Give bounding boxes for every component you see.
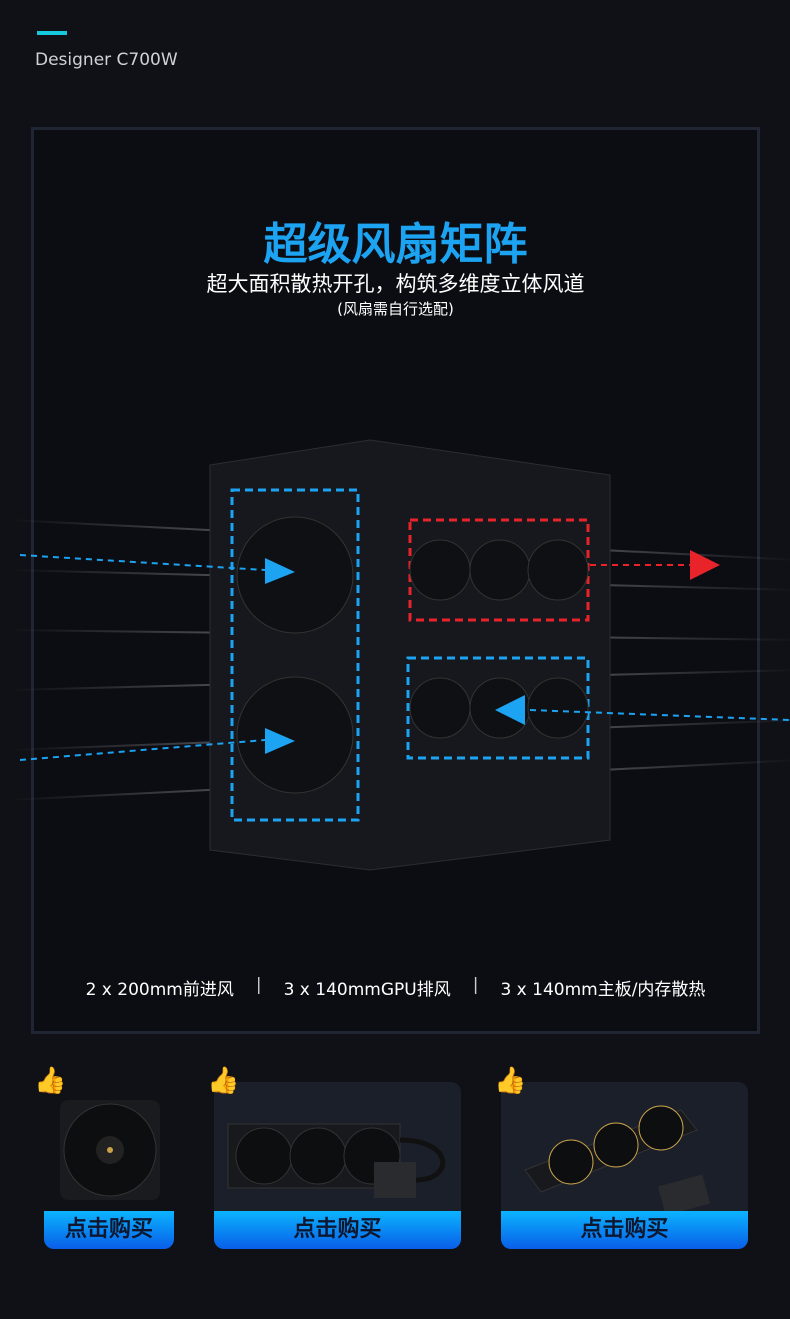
- thumbs-up-icon: 👍: [207, 1066, 240, 1096]
- exhaust-arrow-icon: [690, 550, 720, 580]
- feature-title: 超级风扇矩阵: [263, 219, 528, 270]
- product-card-fan[interactable]: 点击购买: [44, 1082, 174, 1249]
- thumbs-up-icon: 👍: [34, 1066, 67, 1096]
- spec-front-intake: 2 x 200mm前进风: [85, 980, 234, 1000]
- fan-specs: 2 x 200mm前进风 | 3 x 140mmGPU排风 | 3 x 140m…: [34, 975, 757, 1000]
- feature-panel: 超级风扇矩阵 超大面积散热开孔，构筑多维度立体风道 (风扇需自行选配) 2 x …: [10, 127, 790, 1034]
- feature-note: (风扇需自行选配): [337, 300, 454, 318]
- cooling-fan-zone: [406, 656, 590, 760]
- intake-arrow-icon: [265, 728, 295, 754]
- spec-separator: |: [472, 975, 479, 995]
- product-card-aio-cooler-2[interactable]: 点击购买: [501, 1082, 748, 1249]
- feature-subtitle: 超大面积散热开孔，构筑多维度立体风道: [206, 272, 585, 296]
- thumbs-up-icon: 👍: [494, 1066, 527, 1096]
- spec-separator: |: [255, 975, 262, 995]
- product-name: Designer C700W: [35, 50, 178, 70]
- spec-gpu-exhaust: 3 x 140mmGPU排风: [283, 980, 451, 1000]
- buy-button[interactable]: 点击购买: [214, 1211, 461, 1249]
- product-card-aio-cooler[interactable]: 点击购买: [214, 1082, 461, 1249]
- intake-arrow-icon: [265, 558, 295, 584]
- case-airflow-illustration: [10, 439, 790, 871]
- accent-bar: [37, 31, 67, 35]
- intake-arrow-icon: [495, 695, 525, 725]
- aio-cooler-product-image: [524, 1105, 711, 1216]
- buy-button[interactable]: 点击购买: [501, 1211, 748, 1249]
- intake-fan-zone: [230, 488, 360, 822]
- fan-product-image: [60, 1100, 160, 1200]
- aio-cooler-product-image: [227, 1123, 446, 1198]
- buy-button[interactable]: 点击购买: [44, 1211, 174, 1249]
- spec-board-cooling: 3 x 140mm主板/内存散热: [500, 980, 706, 1000]
